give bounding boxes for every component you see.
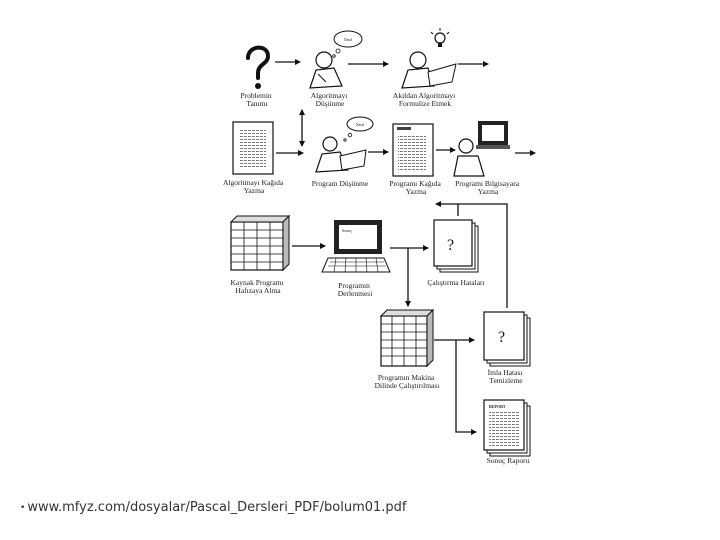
label-fix-errors: İmla Hatası Temizleme [488, 368, 525, 385]
footer-bullet: • [20, 502, 26, 513]
label-formulate: Akıldan Algoritmayı Formulize Etmek [393, 91, 457, 108]
compile-errors-question-mark: ? [447, 237, 454, 254]
fix-errors-document-icon [483, 311, 531, 367]
label-load-memory: Kaynak Programı Hafızaya Alma [231, 278, 286, 295]
problem-question-icon [246, 45, 271, 89]
compile-errors-document-icon [433, 219, 479, 273]
label-report: Sonuç Raporu [487, 456, 530, 465]
arrow-fix-feedback [458, 203, 508, 308]
label-compile: Programın Derlenmesi [338, 281, 373, 298]
idea-person-icon [401, 28, 457, 89]
svg-text:Sonuç: Sonuç [342, 228, 352, 233]
fix-errors-question-mark: ? [498, 329, 505, 346]
label-run-machine: Programın Makina Dilinde Çalıştırılması [375, 373, 440, 390]
report-document-icon [483, 399, 531, 457]
machine-run-storage-icon [379, 308, 435, 368]
label-problem: Problemin Tanımı [240, 91, 273, 108]
source-url[interactable]: www.mfyz.com/dosyalar/Pascal_Dersleri_PD… [27, 500, 407, 515]
thought-bubble-text: Nasıl [344, 37, 353, 42]
label-program-paper: Programı Kağıda Yazma [389, 179, 442, 196]
arrow-run-to-report [455, 340, 477, 435]
arrow-errors-feedback [435, 201, 459, 216]
source-footer: •www.mfyz.com/dosyalar/Pascal_Dersleri_P… [20, 500, 407, 515]
person-at-computer-icon [453, 121, 510, 177]
report-header-text: REPORT [489, 404, 506, 409]
label-write-paper: Algoritmayı Kağıda Yazma [223, 178, 285, 195]
program-thinking-person-icon [315, 116, 374, 173]
thinking-person-icon [309, 30, 363, 89]
compiler-terminal-icon: Sonuç [321, 220, 391, 273]
label-program-think: Program Düşünme [312, 179, 369, 188]
label-program-pc: Programı Bilgisayara Yazma [455, 179, 521, 196]
memory-storage-icon [229, 214, 291, 272]
program-thought-bubble-text: Nasıl [356, 122, 365, 127]
label-think: Algoritmayı Düşünme [311, 91, 350, 108]
program-document-icon [392, 123, 434, 177]
algorithm-document-icon [232, 121, 274, 175]
label-compile-errors: Çalıştırma Hataları [427, 278, 484, 287]
